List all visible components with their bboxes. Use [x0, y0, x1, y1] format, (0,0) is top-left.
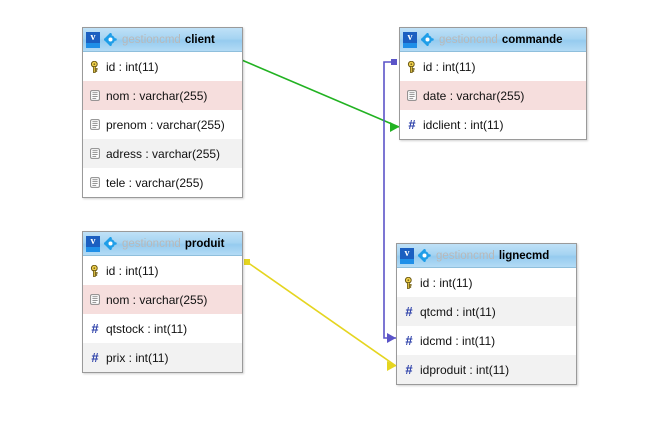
- gear-icon[interactable]: [420, 32, 434, 47]
- relation-source-marker: [244, 259, 250, 265]
- field-row[interactable]: nom : varchar(255): [83, 285, 242, 314]
- field-label: idcmd : int(11): [420, 333, 496, 348]
- column-icon: [88, 293, 102, 307]
- field-row[interactable]: id : int(11): [83, 52, 242, 81]
- field-label: tele : varchar(255): [106, 175, 204, 190]
- gear-icon[interactable]: [103, 32, 117, 47]
- schema-name: gestioncmd: [436, 249, 495, 262]
- field-label: id : int(11): [106, 59, 159, 74]
- table-name: produit: [184, 237, 225, 250]
- v-icon: v: [86, 31, 100, 48]
- field-label: idclient : int(11): [423, 117, 504, 132]
- field-row[interactable]: # qtcmd : int(11): [397, 297, 576, 326]
- field-row[interactable]: tele : varchar(255): [83, 168, 242, 197]
- table-name: lignecmd: [498, 249, 550, 262]
- field-row[interactable]: adress : varchar(255): [83, 139, 242, 168]
- field-label: date : varchar(255): [423, 88, 525, 103]
- relation-target-arrow: [390, 122, 399, 132]
- field-row[interactable]: # qtstock : int(11): [83, 314, 242, 343]
- key-icon: [405, 60, 419, 74]
- field-label: id : int(11): [106, 263, 159, 278]
- schema-name: gestioncmd: [122, 237, 181, 250]
- table-name: client: [184, 33, 215, 46]
- relation-client-id-to-commande-idclient[interactable]: [234, 55, 400, 132]
- field-label: id : int(11): [423, 59, 476, 74]
- field-row[interactable]: id : int(11): [397, 268, 576, 297]
- field-row[interactable]: id : int(11): [400, 52, 586, 81]
- relation-target-arrow: [387, 333, 396, 343]
- field-row[interactable]: # prix : int(11): [83, 343, 242, 372]
- field-label: adress : varchar(255): [106, 146, 221, 161]
- gear-icon[interactable]: [103, 236, 117, 251]
- key-icon: [88, 264, 102, 278]
- field-label: prix : int(11): [106, 350, 169, 365]
- key-icon: [402, 276, 416, 290]
- field-row[interactable]: date : varchar(255): [400, 81, 586, 110]
- field-label: qtstock : int(11): [106, 321, 188, 336]
- hash-icon: #: [91, 350, 99, 365]
- relation-target-arrow: [387, 361, 396, 371]
- hash-icon: #: [405, 362, 413, 377]
- table-name: commande: [501, 33, 563, 46]
- field-row[interactable]: id : int(11): [83, 256, 242, 285]
- field-label: qtcmd : int(11): [420, 304, 496, 319]
- v-icon: v: [403, 31, 417, 48]
- field-label: nom : varchar(255): [106, 292, 208, 307]
- field-row[interactable]: nom : varchar(255): [83, 81, 242, 110]
- column-icon: [405, 89, 419, 103]
- hash-icon: #: [91, 321, 99, 336]
- column-icon: [88, 176, 102, 190]
- hash-icon: #: [408, 117, 416, 132]
- field-label: prenom : varchar(255): [106, 117, 225, 132]
- field-row[interactable]: # idcmd : int(11): [397, 326, 576, 355]
- column-icon: [88, 118, 102, 132]
- v-icon: v: [86, 235, 100, 252]
- hash-icon: #: [405, 333, 413, 348]
- key-icon: [88, 60, 102, 74]
- field-row[interactable]: # idclient : int(11): [400, 110, 586, 139]
- column-icon: [88, 89, 102, 103]
- relation-produit-id-to-lignecmd-idproduit[interactable]: [244, 259, 397, 371]
- field-row[interactable]: prenom : varchar(255): [83, 110, 242, 139]
- field-label: id : int(11): [420, 275, 473, 290]
- schema-name: gestioncmd: [439, 33, 498, 46]
- hash-icon: #: [405, 304, 413, 319]
- field-row[interactable]: # idproduit : int(11): [397, 355, 576, 384]
- field-label: idproduit : int(11): [420, 362, 510, 377]
- v-icon: v: [400, 247, 414, 264]
- relation-source-marker: [391, 59, 397, 65]
- schema-name: gestioncmd: [122, 33, 181, 46]
- column-icon: [88, 147, 102, 161]
- field-label: nom : varchar(255): [106, 88, 208, 103]
- gear-icon[interactable]: [417, 248, 431, 263]
